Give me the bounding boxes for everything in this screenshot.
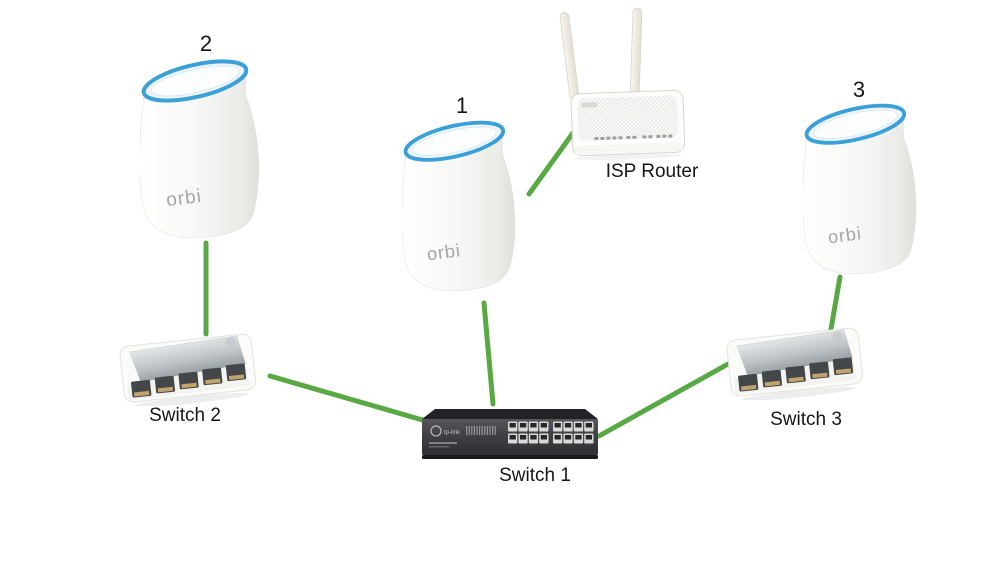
antenna-right-icon — [629, 8, 643, 101]
tp-link-logo: tp-link — [430, 425, 461, 437]
connection-orbi3-switch3 — [828, 274, 843, 332]
router-front-lip — [574, 142, 683, 155]
switch-3-device — [726, 327, 863, 400]
orbi-logo-text: orbi — [426, 240, 462, 264]
tp-link-logo — [225, 337, 236, 348]
orbi-3-number-label: 3 — [852, 77, 866, 102]
switch-1-label: Switch 1 — [499, 465, 571, 486]
status-led-row — [594, 134, 673, 141]
connection-switch3-switch1 — [596, 361, 731, 439]
ethernet-ports — [131, 363, 247, 398]
orbi-body — [402, 131, 516, 291]
connection-switch2-switch1 — [267, 373, 429, 424]
orbi-body — [803, 114, 917, 274]
switch-2-device — [119, 333, 256, 406]
tp-link-logo — [832, 331, 843, 342]
orbi-logo-text: orbi — [165, 186, 203, 211]
svg-text:tp-link: tp-link — [444, 430, 461, 436]
orbi-top-ring-icon — [403, 120, 506, 162]
antenna-left-icon — [559, 12, 580, 101]
model-text-line — [429, 446, 449, 448]
rack-switch-base — [422, 455, 598, 459]
switch-top-face — [129, 335, 247, 384]
router-body — [570, 89, 686, 160]
router-brand-badge — [581, 102, 598, 108]
rack-switch-top-face — [422, 409, 598, 419]
orbi-body — [140, 70, 260, 239]
isp-router-device — [559, 8, 686, 160]
switch-1-device: tp-link — [422, 409, 598, 459]
connection-orbi1-isp-router — [526, 123, 581, 197]
orbi-top-ring-icon — [804, 103, 907, 145]
switch-2-label: Switch 2 — [149, 405, 221, 426]
orbi-2-number-label: 2 — [199, 31, 213, 56]
switch-3-label: Switch 3 — [770, 409, 842, 430]
switch-top-face — [736, 329, 854, 378]
isp-router-label: ISP Router — [605, 161, 699, 182]
orbi-top-ring-icon — [141, 59, 249, 103]
vent-pattern — [577, 95, 679, 141]
orbi-logo-text: orbi — [827, 223, 863, 247]
ethernet-port-grid — [508, 421, 594, 444]
connection-orbi1-switch1 — [481, 300, 496, 407]
ethernet-ports — [738, 357, 854, 392]
orbi-unit-2: orbi — [140, 59, 260, 239]
orbi-unit-1: orbi — [402, 120, 516, 291]
orbi-1-number-label: 1 — [455, 93, 469, 118]
led-indicator-column — [466, 426, 496, 435]
model-text-line — [429, 442, 457, 444]
orbi-unit-3: orbi — [803, 103, 917, 274]
